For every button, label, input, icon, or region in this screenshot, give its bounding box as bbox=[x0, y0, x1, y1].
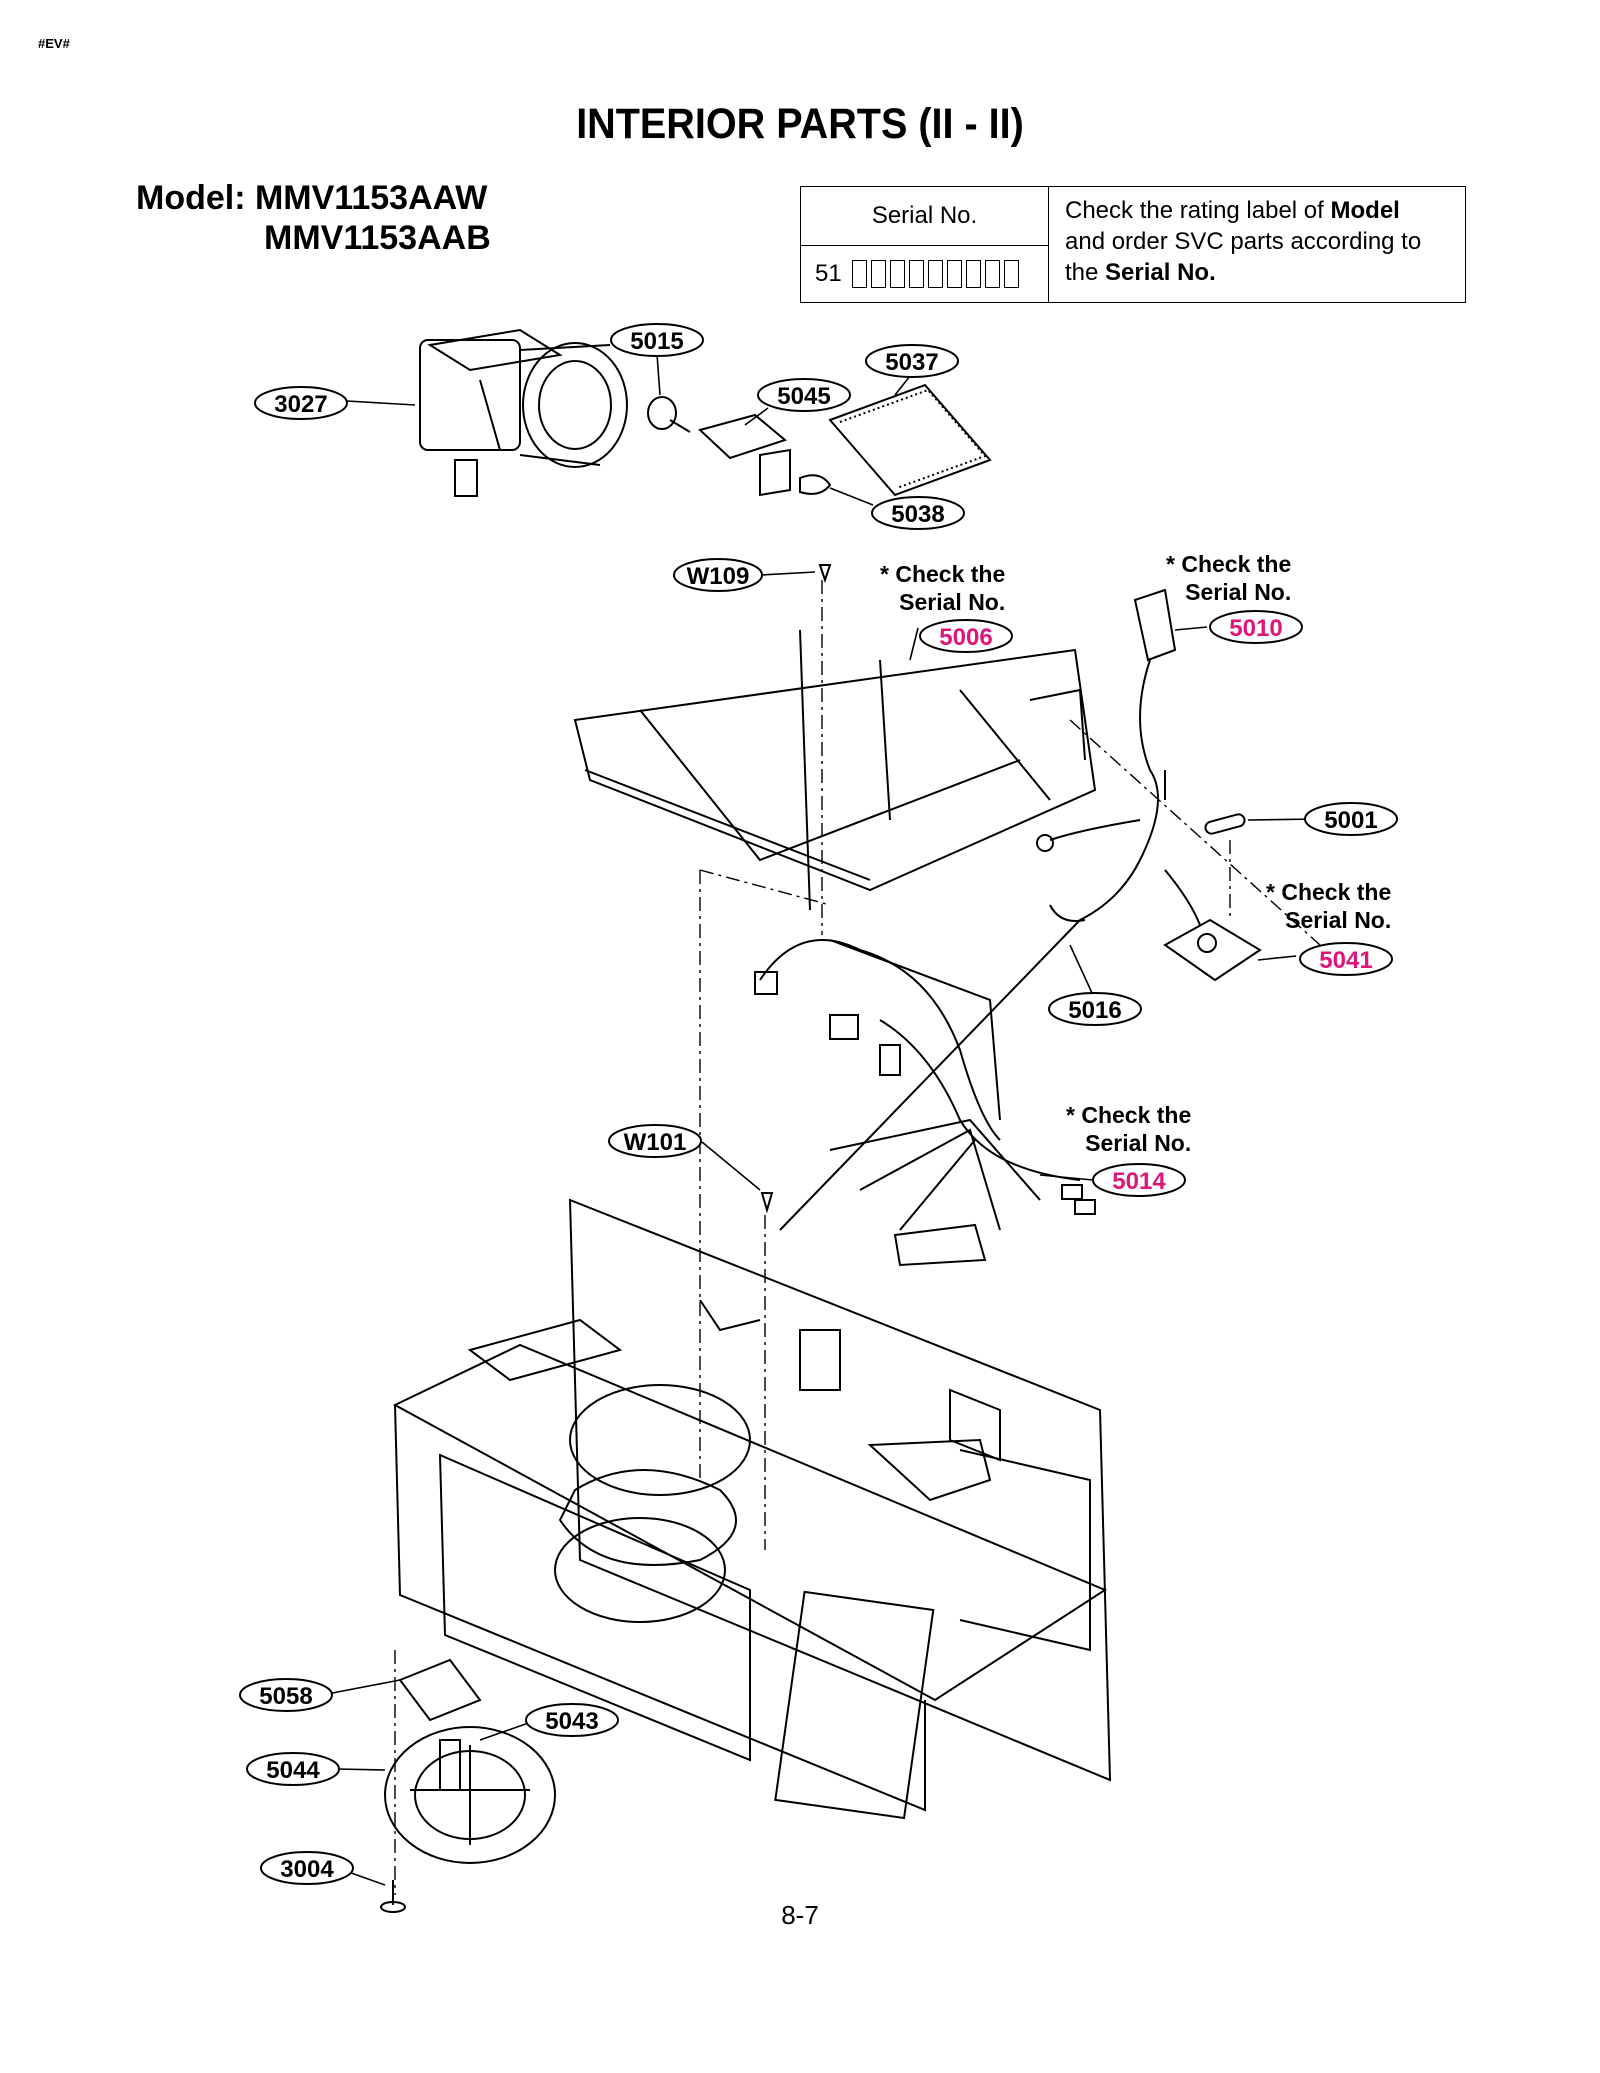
oven-cavity-drawing bbox=[392, 1198, 1112, 1820]
part-label-5037: 5037 bbox=[885, 349, 938, 376]
fuse-drawing bbox=[1204, 813, 1246, 835]
serial-note-bold-1: Model bbox=[1330, 197, 1400, 224]
part-label-5043: 5043 bbox=[545, 1708, 598, 1735]
part-label-5044: 5044 bbox=[266, 1757, 320, 1784]
power-cord-drawing bbox=[1036, 588, 1177, 921]
part-label-3004: 3004 bbox=[280, 1856, 334, 1883]
leader-lines bbox=[321, 353, 1319, 1886]
assembly-guide-lines bbox=[394, 580, 1321, 1895]
serial-note-text-2: and order SVC parts according to bbox=[1065, 228, 1422, 255]
check-note-5010: * Check the Serial No. bbox=[1166, 550, 1291, 606]
check-note-line2: Serial No. bbox=[1085, 1130, 1192, 1156]
part-label-5045: 5045 bbox=[777, 383, 830, 410]
serial-prefix: 51 bbox=[815, 259, 842, 287]
serial-digit-box bbox=[966, 260, 982, 289]
part-label-W109: W109 bbox=[687, 563, 750, 590]
part-label-5058: 5058 bbox=[259, 1683, 312, 1710]
serial-digit-box bbox=[890, 260, 906, 289]
part-label-5014: 5014 bbox=[1112, 1168, 1166, 1195]
callout-5014: 5014 bbox=[1092, 1163, 1186, 1197]
part-label-5016: 5016 bbox=[1068, 997, 1121, 1024]
document-tag: #EV# bbox=[38, 36, 70, 51]
lamp-assembly-drawing bbox=[647, 383, 992, 497]
stirrer-assembly-drawing bbox=[380, 1658, 556, 1913]
page-number: 8-7 bbox=[781, 1900, 819, 1930]
callout-3027: 3027 bbox=[254, 386, 348, 420]
serial-digit-box bbox=[928, 260, 944, 289]
blower-motor-drawing bbox=[419, 328, 628, 497]
part-label-3027: 3027 bbox=[274, 391, 327, 418]
serial-note-text-3: the bbox=[1065, 259, 1106, 286]
check-note-line1: * Check the bbox=[880, 561, 1006, 587]
serial-note: Check the rating label of Model and orde… bbox=[1048, 186, 1466, 303]
callout-5016: 5016 bbox=[1048, 992, 1142, 1026]
callout-5044: 5044 bbox=[246, 1752, 340, 1786]
callout-3004: 3004 bbox=[260, 1851, 354, 1885]
part-label-W101: W101 bbox=[624, 1129, 687, 1156]
model-line-1: Model: MMV1153AAW bbox=[136, 179, 488, 217]
page-title: INTERIOR PARTS (II - II) bbox=[576, 100, 1024, 148]
callout-W109: W109 bbox=[673, 558, 763, 592]
part-label-5006: 5006 bbox=[939, 624, 992, 651]
serial-value-cell: 51 bbox=[800, 245, 1049, 303]
callout-5045: 5045 bbox=[757, 378, 851, 412]
callout-5006: 5006 bbox=[919, 619, 1013, 653]
check-note-5014: * Check the Serial No. bbox=[1066, 1101, 1191, 1157]
callout-5041: 5041 bbox=[1299, 942, 1393, 976]
serial-table: Serial No. Check the rating label of Mod… bbox=[800, 186, 1466, 303]
callout-5037: 5037 bbox=[865, 344, 959, 378]
callout-W101: W101 bbox=[608, 1124, 702, 1158]
part-label-5038: 5038 bbox=[891, 501, 944, 528]
part-label-5001: 5001 bbox=[1324, 807, 1377, 834]
wire-harness-drawing bbox=[754, 904, 1096, 1267]
serial-digit-box bbox=[947, 260, 963, 289]
check-note-line2: Serial No. bbox=[1185, 579, 1292, 605]
callout-group: 3027 5015 5045 5037 5038 W109 5006 5010 bbox=[239, 323, 1398, 1885]
part-label-5015: 5015 bbox=[630, 328, 683, 355]
callout-5001: 5001 bbox=[1304, 802, 1398, 836]
serial-digit-box bbox=[871, 260, 887, 289]
callout-5015: 5015 bbox=[610, 323, 704, 357]
serial-digit-box bbox=[909, 260, 925, 289]
check-note-line2: Serial No. bbox=[899, 589, 1006, 615]
check-note-line1: * Check the bbox=[1266, 879, 1392, 905]
check-note-line1: * Check the bbox=[1066, 1102, 1192, 1128]
check-note-5041: * Check the Serial No. bbox=[1266, 878, 1391, 934]
serial-digit-box bbox=[1004, 260, 1020, 289]
model-line-2: MMV1153AAB bbox=[264, 219, 491, 257]
air-guide-housing-drawing bbox=[573, 629, 1097, 911]
part-label-5041: 5041 bbox=[1319, 947, 1372, 974]
callout-5058: 5058 bbox=[239, 1678, 333, 1712]
serial-digit-box bbox=[985, 260, 1001, 289]
model-block: Model: MMV1153AAW MMV1153AAB bbox=[136, 178, 491, 258]
check-note-line1: * Check the bbox=[1166, 551, 1292, 577]
serial-note-bold-3: Serial No. bbox=[1105, 259, 1216, 286]
noise-filter-board-drawing bbox=[1163, 869, 1262, 982]
serial-note-text-1: Check the rating label of bbox=[1065, 197, 1331, 224]
screw-w109-drawing bbox=[818, 564, 832, 584]
screw-w101-drawing bbox=[760, 1192, 774, 1214]
callout-5038: 5038 bbox=[871, 496, 965, 530]
check-note-5006: * Check the Serial No. bbox=[880, 560, 1005, 616]
callout-5043: 5043 bbox=[525, 1703, 619, 1737]
part-label-5010: 5010 bbox=[1229, 615, 1282, 642]
check-note-line2: Serial No. bbox=[1285, 907, 1392, 933]
serial-digit-box bbox=[852, 260, 868, 289]
callout-5010: 5010 bbox=[1209, 610, 1303, 644]
